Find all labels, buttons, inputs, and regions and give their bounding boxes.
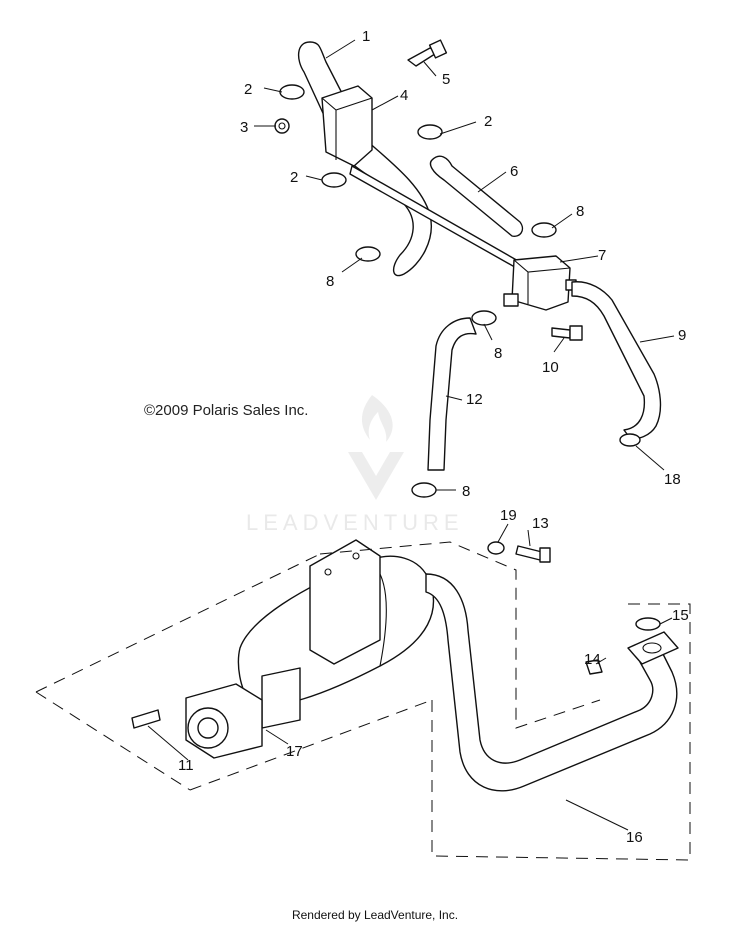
leader-lines — [147, 39, 675, 831]
callout-8: 8 — [462, 483, 470, 500]
callout-10: 10 — [542, 359, 559, 376]
watermark-text: LEADVENTURE — [246, 510, 464, 535]
part-hose-12 — [427, 317, 477, 471]
callout-19: 19 — [500, 507, 517, 524]
callout-16: 16 — [626, 829, 643, 846]
watermark-logo — [348, 395, 404, 500]
part-hose-9 — [571, 281, 662, 440]
callout-2: 2 — [484, 113, 492, 130]
callout-8: 8 — [576, 203, 584, 220]
callout-8: 8 — [326, 273, 334, 290]
callout-labels: 1 2 3 4 5 2 2 6 8 7 8 9 8 10 12 8 18 19 … — [178, 28, 689, 846]
callout-4: 4 — [400, 87, 408, 104]
callout-5: 5 — [442, 71, 450, 88]
callout-15: 15 — [672, 607, 689, 624]
callout-8: 8 — [494, 345, 502, 362]
clamp-parts — [279, 84, 641, 498]
fastener-parts — [274, 39, 583, 341]
callout-9: 9 — [678, 327, 686, 344]
part-module-4 — [321, 85, 373, 167]
part-hose-6 — [429, 155, 524, 237]
callout-11: 11 — [178, 757, 194, 774]
fastener-parts-lower — [131, 541, 603, 729]
callout-7: 7 — [598, 247, 606, 264]
part-hose-1 — [297, 41, 432, 277]
part-pipe-16 — [425, 573, 679, 792]
copyright-notice: ©2009 Polaris Sales Inc. — [144, 402, 309, 419]
part-valve-7 — [503, 255, 577, 311]
callout-14: 14 — [584, 651, 601, 668]
callout-6: 6 — [510, 163, 518, 180]
assembly-dashed-outline — [35, 541, 691, 861]
callout-1: 1 — [362, 28, 370, 45]
footer-credit: Rendered by LeadVenture, Inc. — [291, 908, 459, 922]
callout-2: 2 — [244, 81, 252, 98]
callout-13: 13 — [532, 515, 549, 532]
callout-12: 12 — [466, 391, 483, 408]
callout-3: 3 — [240, 119, 248, 136]
part-muffler-17 — [185, 539, 435, 759]
callout-18: 18 — [664, 471, 681, 488]
callout-17: 17 — [286, 743, 303, 760]
callout-2: 2 — [290, 169, 298, 186]
